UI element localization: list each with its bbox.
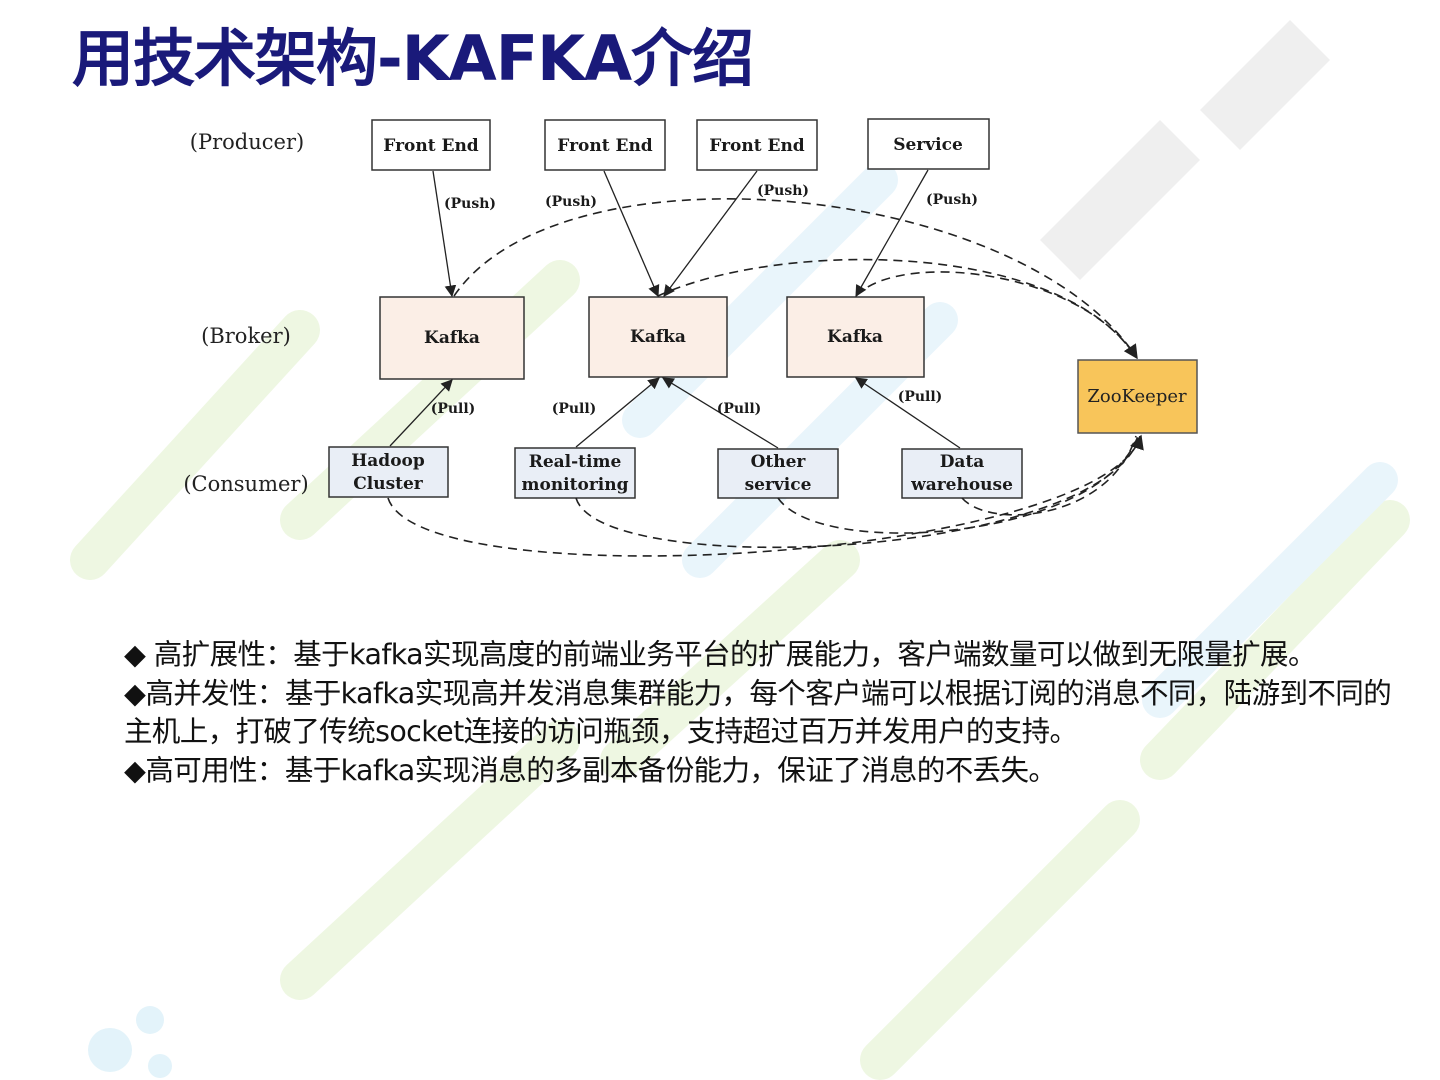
- push-arrow: [663, 170, 758, 297]
- consumer-label: Cluster: [353, 474, 424, 494]
- broker-label: Kafka: [630, 327, 686, 347]
- broker-label: Kafka: [827, 327, 883, 347]
- consumer-label: Hadoop: [351, 451, 425, 471]
- bullet-item: ◆ 高扩展性：基于kafka实现高度的前端业务平台的扩展能力，客户端数量可以做到…: [124, 638, 1316, 671]
- pull-label: (Pull): [717, 401, 762, 417]
- push-label: (Push): [444, 196, 496, 212]
- pull-label: (Pull): [431, 401, 476, 417]
- push-label: (Push): [545, 194, 597, 210]
- push-arrow: [603, 170, 660, 298]
- bullet-item: ◆高可用性：基于kafka实现消息的多副本备份能力，保证了消息的不丢失。: [124, 753, 1057, 787]
- consumer-label: Other: [751, 452, 807, 472]
- pull-label: (Pull): [552, 401, 597, 417]
- push-arrow: [432, 170, 457, 298]
- broker-label: Kafka: [424, 328, 480, 348]
- producer-label: Front End: [557, 136, 653, 156]
- row-label-broker: (Broker): [201, 324, 291, 348]
- zookeeper-link-consumer: [575, 435, 1141, 549]
- push-label: (Push): [757, 183, 809, 199]
- consumer-label: warehouse: [910, 475, 1013, 495]
- consumer-label: service: [745, 475, 812, 495]
- producer-box: [696, 119, 818, 171]
- bullet-list: ◆ 高扩展性：基于kafka实现高度的前端业务平台的扩展能力，客户端数量可以做到…: [124, 636, 1414, 790]
- consumer-label: Data: [940, 452, 985, 472]
- zookeeper-box: [1077, 359, 1198, 434]
- producer-box: [867, 118, 990, 170]
- zookeeper-label: ZooKeeper: [1087, 386, 1187, 407]
- zookeeper-link-broker: [855, 271, 1136, 357]
- push-label: (Push): [926, 192, 978, 208]
- producer-box: [544, 119, 666, 171]
- row-label-producer: (Producer): [190, 130, 304, 154]
- consumer-label: Real-time: [529, 452, 622, 472]
- producer-box: [371, 119, 491, 171]
- producer-label: Service: [893, 135, 963, 155]
- consumer-label: monitoring: [522, 475, 629, 495]
- producer-label: Front End: [383, 136, 479, 156]
- row-label-consumer: (Consumer): [183, 472, 308, 496]
- bullet-item: ◆高并发性：基于kafka实现高并发消息集群能力，每个客户端可以根据订阅的消息不…: [124, 676, 1392, 749]
- pull-label: (Pull): [898, 389, 943, 405]
- producer-label: Front End: [709, 136, 805, 156]
- slide-title: 用技术架构-KAFKA介绍: [72, 22, 754, 95]
- push-arrow: [855, 169, 929, 298]
